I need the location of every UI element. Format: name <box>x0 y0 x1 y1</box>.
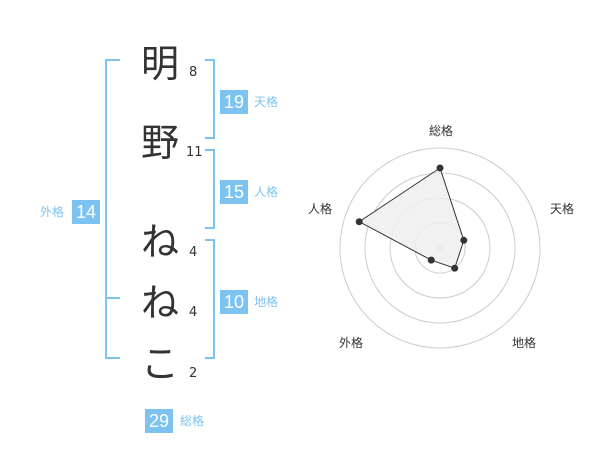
radar-axis-label-soukaku: 総格 <box>429 124 454 138</box>
radar-ring <box>339 147 541 349</box>
chikaku-bracket <box>205 239 215 359</box>
stroke-count-4: 4 <box>189 305 198 320</box>
radar-polygon-group <box>358 167 465 269</box>
radar-axis-label-jinkaku: 人格 <box>308 202 333 216</box>
stroke-count-1: 8 <box>189 65 198 80</box>
radar-point-2 <box>460 236 468 244</box>
radar-axis-label-gaikaku: 外格 <box>339 336 364 350</box>
name-char-1: 明 <box>140 42 179 86</box>
name-char-4: ね <box>140 281 179 325</box>
soukaku-label: 総格 <box>180 414 205 428</box>
radar-points <box>355 164 468 272</box>
stroke-count-5: 2 <box>189 366 198 381</box>
name-char-3: ね <box>140 220 179 264</box>
stroke-count-2: 11 <box>186 145 203 160</box>
name-char-5: こ <box>140 342 179 386</box>
name-char-2: 野 <box>140 121 179 165</box>
gaikaku-bracket <box>105 59 120 359</box>
radar-point-5 <box>355 218 363 226</box>
radar-point-1 <box>436 164 444 172</box>
chikaku-label: 地格 <box>254 295 279 309</box>
tenkaku-bracket <box>205 59 215 139</box>
radar-axis-label-chikaku: 地格 <box>512 336 537 350</box>
jinkaku-value-badge: 15 <box>220 180 248 204</box>
radar-point-3 <box>451 264 459 272</box>
jinkaku-bracket <box>205 149 215 229</box>
stroke-count-3: 4 <box>189 245 198 260</box>
radar-point-4 <box>427 256 435 264</box>
jinkaku-label: 人格 <box>254 185 279 199</box>
radar-axis-label-tenkaku: 天格 <box>550 202 575 216</box>
gaikaku-label: 外格 <box>40 205 65 219</box>
soukaku-value-badge: 29 <box>145 409 173 433</box>
radar-polygon <box>358 167 465 269</box>
chikaku-value-badge: 10 <box>220 290 248 314</box>
tenkaku-value-badge: 19 <box>220 90 248 114</box>
tenkaku-label: 天格 <box>254 95 279 109</box>
gaikaku-value-badge: 14 <box>72 200 100 224</box>
